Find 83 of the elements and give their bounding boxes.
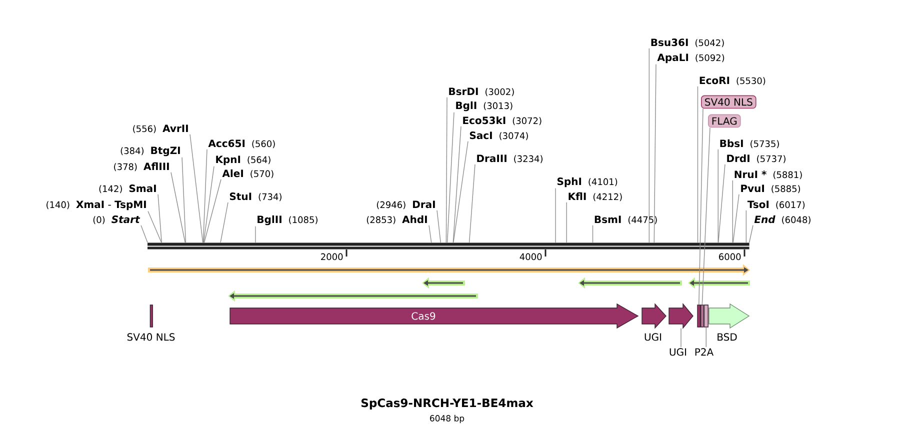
scale-label: 2000	[321, 253, 343, 260]
enzyme-label: (2946) DraI	[376, 200, 435, 210]
leader-line	[654, 64, 656, 243]
leader-line	[566, 202, 567, 243]
leader-line	[255, 226, 256, 243]
feature-label: P2A	[695, 348, 714, 356]
enzyme-label: BsrDI (3002)	[449, 88, 514, 96]
leader-line	[190, 134, 204, 243]
enzyme-label: SphI (4101)	[557, 177, 618, 188]
enzyme-label: (142) SmaI	[99, 184, 156, 194]
scale-label: 4000	[520, 253, 542, 260]
leader-line	[453, 141, 468, 243]
leader-line	[718, 164, 726, 243]
enzyme-label: ApaLI (5092)	[657, 54, 724, 64]
enzyme-label: KflI (4212)	[568, 192, 622, 202]
enzyme-label: Eco53kI (3072)	[463, 116, 542, 126]
enzyme-label: KpnI (564)	[216, 156, 270, 166]
enzyme-label: NruI * (5881)	[734, 170, 802, 180]
feature-block: UGI	[642, 303, 666, 341]
leader-line	[140, 225, 148, 243]
node-label: SV40 NLS	[127, 333, 175, 341]
callout-box: FLAG	[708, 114, 741, 128]
leader-line	[148, 210, 162, 243]
leader-line	[220, 202, 228, 243]
leader-line	[436, 210, 441, 243]
scale-label: 6000	[719, 253, 741, 260]
enzyme-label: AleI (570)	[222, 169, 274, 178]
enzyme-label: TsoI (6017)	[747, 200, 805, 210]
leader-line	[158, 194, 162, 243]
enzyme-label: BsmI (4475)	[594, 216, 657, 224]
leader-line	[446, 112, 454, 243]
enzyme-label: DrdI (5737)	[727, 154, 786, 164]
leader-line	[170, 172, 186, 243]
enzyme-label: SacI (3074)	[470, 132, 528, 140]
map-title: SpCas9-NRCH-YE1-BE4max	[361, 398, 534, 410]
enzyme-label: (556) AvrII	[133, 124, 188, 134]
leader-line	[204, 179, 222, 243]
feature-box	[697, 304, 701, 328]
leader-line	[182, 157, 186, 243]
enzyme-label: (2853) AhdI	[366, 215, 427, 224]
enzyme-label: (384) BtgZI	[120, 146, 180, 156]
callout-box: SV40 NLS	[701, 95, 756, 109]
leader-line	[592, 225, 594, 243]
leader-line	[202, 149, 208, 243]
end-label: End (6048)	[754, 215, 810, 224]
feature-box	[704, 304, 708, 328]
enzyme-label: StuI (734)	[230, 192, 282, 202]
enzyme-label: PvuI (5885)	[741, 184, 800, 194]
leader-line	[648, 48, 650, 243]
sequence-length: 6048 bp	[430, 414, 464, 424]
enzyme-label: Acc65I (560)	[208, 140, 275, 148]
leader-line	[452, 126, 462, 243]
leader-line	[732, 194, 740, 243]
leader-line	[428, 225, 432, 243]
end-label: (0) Start	[93, 216, 140, 224]
leader-line	[468, 164, 476, 243]
leader-line	[732, 180, 733, 243]
leader-line	[446, 97, 448, 243]
feature-block: BSD	[708, 303, 750, 341]
leader-line	[203, 166, 214, 243]
leader-line	[680, 328, 682, 348]
enzyme-label: BglII (1085)	[258, 215, 318, 226]
leader-line	[697, 86, 698, 243]
enzyme-label: BbsI (5735)	[720, 139, 779, 148]
leader-line	[748, 225, 754, 243]
node-label: BSD	[718, 333, 737, 341]
feature-box: SV40 NLS	[127, 304, 175, 341]
enzyme-label: (378) AflIII	[114, 162, 169, 172]
enzyme-label: DraIII (3234)	[477, 154, 542, 164]
leader-line	[698, 108, 704, 306]
enzyme-label: Bsu36I (5042)	[651, 38, 724, 48]
enzyme-label: (140) XmaI - TspMI	[46, 200, 146, 210]
feature-label: UGI	[670, 348, 686, 356]
enzyme-label: EcoRI (5530)	[700, 76, 766, 86]
node-label: UGI	[644, 333, 662, 341]
leader-line	[702, 127, 710, 306]
leader-line	[555, 188, 556, 243]
feature-block	[668, 303, 694, 329]
dna-backbone	[148, 242, 750, 250]
feature-block: Cas9	[230, 303, 639, 329]
enzyme-label: BglI (3013)	[456, 101, 512, 112]
feature-box	[700, 304, 704, 328]
leader-line	[746, 210, 747, 243]
